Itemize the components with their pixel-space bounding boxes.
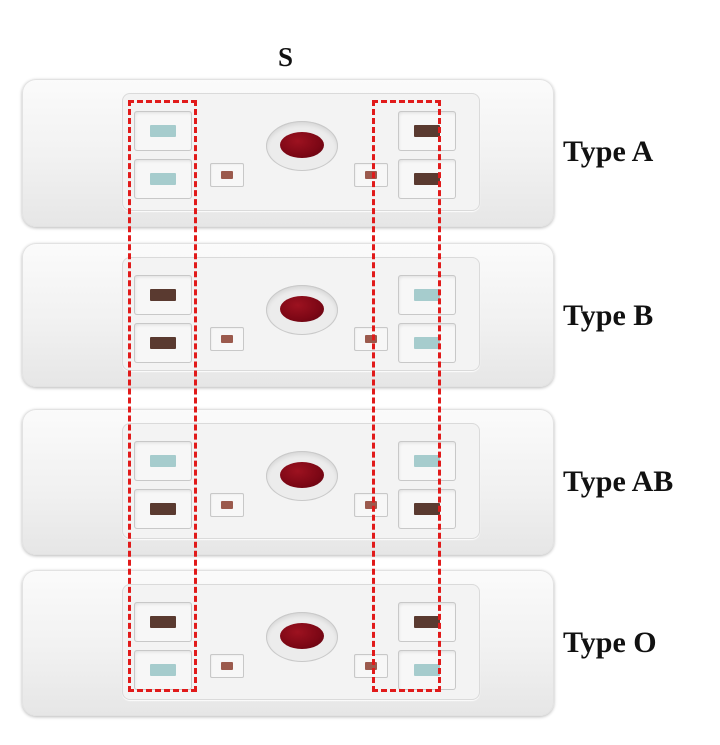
- control-pad: [221, 662, 233, 670]
- reagent-pad: [414, 337, 440, 349]
- right-control-well: [354, 654, 388, 678]
- reagent-pad: [414, 503, 440, 515]
- right-front-well: [398, 602, 456, 642]
- reagent-pad: [414, 616, 440, 628]
- reaction-plate: [122, 257, 480, 371]
- right-front-well: [398, 111, 456, 151]
- test-card: [22, 570, 554, 716]
- sample-well: [266, 451, 338, 501]
- reagent-pad: [150, 503, 176, 515]
- control-pad: [365, 335, 377, 343]
- blood-sample: [280, 462, 324, 488]
- left-control-well: [210, 654, 244, 678]
- s-column-label: S: [278, 42, 294, 72]
- blood-type-label: Type AB: [563, 465, 674, 498]
- left-highlight-box: [128, 100, 197, 692]
- reagent-pad: [414, 664, 440, 676]
- right-reverse-well: [398, 489, 456, 529]
- blood-type-label: Type B: [563, 299, 654, 332]
- control-pad: [221, 335, 233, 343]
- left-reverse-well: [134, 323, 192, 363]
- blood-type-label: Type O: [563, 626, 657, 659]
- right-highlight-box: [372, 100, 441, 692]
- control-pad: [221, 171, 233, 179]
- left-reverse-well: [134, 489, 192, 529]
- reagent-pad: [414, 173, 440, 185]
- left-front-well: [134, 111, 192, 151]
- left-front-well: [134, 275, 192, 315]
- blood-sample: [280, 132, 324, 158]
- right-control-well: [354, 163, 388, 187]
- reagent-pad: [150, 125, 176, 137]
- reaction-plate: [122, 423, 480, 539]
- reaction-plate: [122, 93, 480, 211]
- left-front-well: [134, 602, 192, 642]
- reagent-pad: [150, 173, 176, 185]
- left-reverse-well: [134, 159, 192, 199]
- reagent-pad: [150, 616, 176, 628]
- control-pad: [221, 501, 233, 509]
- left-front-well: [134, 441, 192, 481]
- test-card: [22, 79, 554, 227]
- blood-sample: [280, 623, 324, 649]
- blood-type-label: Type A: [563, 135, 654, 168]
- reagent-pad: [414, 455, 440, 467]
- reagent-pad: [150, 664, 176, 676]
- right-reverse-well: [398, 159, 456, 199]
- left-control-well: [210, 493, 244, 517]
- reagent-pad: [414, 289, 440, 301]
- right-front-well: [398, 441, 456, 481]
- control-pad: [365, 171, 377, 179]
- sample-well: [266, 285, 338, 335]
- right-control-well: [354, 327, 388, 351]
- test-card: [22, 243, 554, 387]
- right-control-well: [354, 493, 388, 517]
- reagent-pad: [414, 125, 440, 137]
- test-card: [22, 409, 554, 555]
- reaction-plate: [122, 584, 480, 700]
- control-pad: [365, 662, 377, 670]
- right-reverse-well: [398, 323, 456, 363]
- reagent-pad: [150, 337, 176, 349]
- blood-sample: [280, 296, 324, 322]
- left-reverse-well: [134, 650, 192, 690]
- reagent-pad: [150, 455, 176, 467]
- sample-well: [266, 121, 338, 171]
- control-pad: [365, 501, 377, 509]
- sample-well: [266, 612, 338, 662]
- reagent-pad: [150, 289, 176, 301]
- left-control-well: [210, 327, 244, 351]
- left-control-well: [210, 163, 244, 187]
- right-front-well: [398, 275, 456, 315]
- right-reverse-well: [398, 650, 456, 690]
